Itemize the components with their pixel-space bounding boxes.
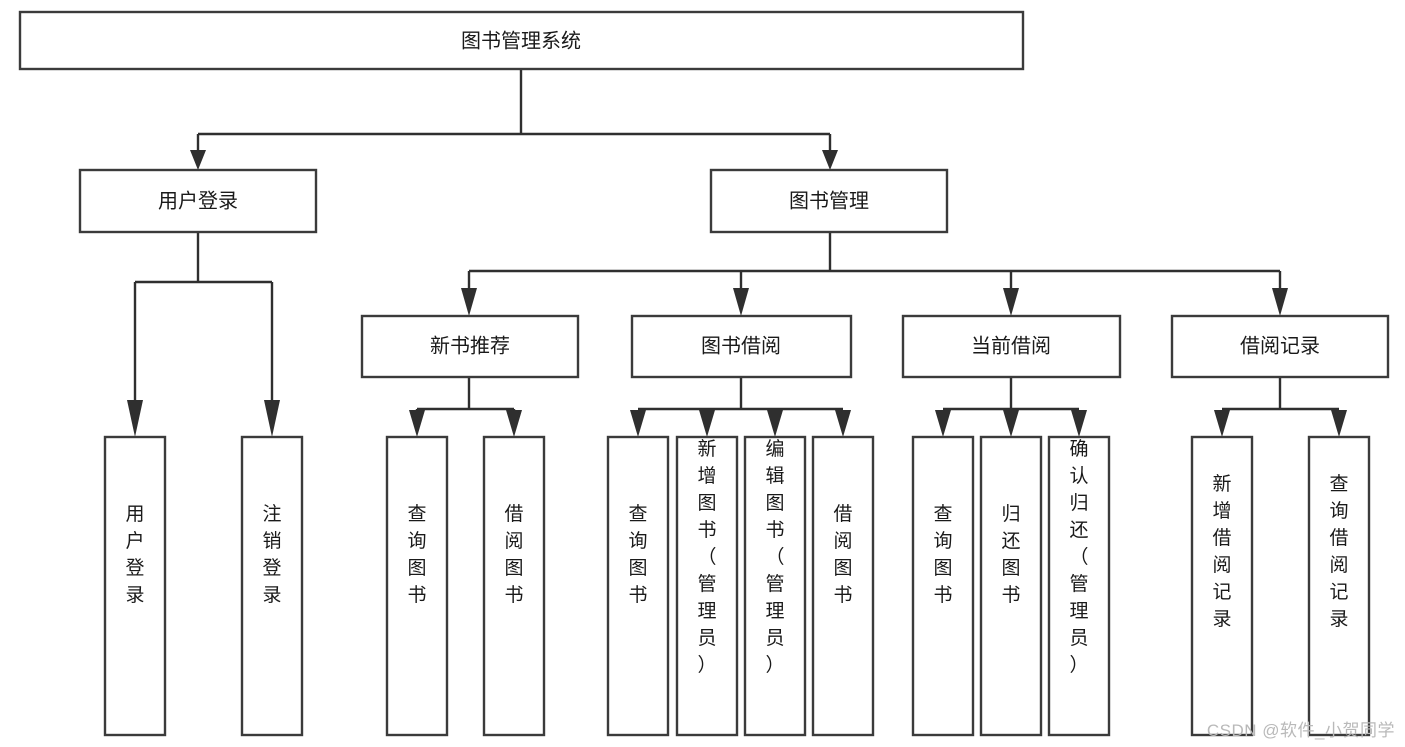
- node-current-borrow-label: 当前借阅: [971, 334, 1051, 357]
- arrow-to-new-book-recommend: [461, 288, 477, 316]
- leaf-book-borrow-3-label: 编辑图书（管理员）: [765, 438, 784, 676]
- node-borrow-record[interactable]: 借阅记录: [1170, 314, 1390, 379]
- node-user-login-box[interactable]: [78, 168, 318, 234]
- leaf-borrow-record-1-label: 新增借阅记录: [1212, 473, 1231, 630]
- leaf-user-login-1-box[interactable]: [103, 435, 167, 737]
- leaf-book-borrow-3-box[interactable]: [743, 435, 807, 737]
- node-root-system[interactable]: 图书管理系统: [18, 10, 1025, 71]
- node-new-book-recommend[interactable]: 新书推荐: [360, 314, 580, 379]
- arrow-borrow-leaf-1: [630, 410, 646, 437]
- node-user-login[interactable]: 用户登录: [78, 168, 318, 234]
- leaf-recommend-1-box[interactable]: [385, 435, 449, 737]
- node-current-borrow-box[interactable]: [901, 314, 1122, 379]
- arrow-to-current-borrow: [1003, 288, 1019, 316]
- csdn-watermark: CSDN @软件_小贺同学: [1206, 721, 1395, 740]
- arrow-borrow-leaf-4: [835, 410, 851, 437]
- node-user-login-label: 用户登录: [158, 189, 238, 212]
- leaf-borrow-record-1[interactable]: 新增借阅记录: [1190, 435, 1254, 737]
- node-root-label: 图书管理系统: [461, 29, 581, 52]
- leaf-book-borrow-4-label: 借阅图书: [833, 503, 852, 606]
- leaf-current-borrow-2-label: 归还图书: [1001, 503, 1020, 606]
- node-book-management-box[interactable]: [709, 168, 949, 234]
- node-book-borrow-box[interactable]: [630, 314, 853, 379]
- node-new-book-recommend-label: 新书推荐: [430, 334, 510, 357]
- leaf-book-borrow-1-label: 查询图书: [628, 503, 647, 606]
- arrow-recommend-leaf-1: [409, 410, 425, 437]
- leaf-recommend-2-box[interactable]: [482, 435, 546, 737]
- leaf-borrow-record-1-box[interactable]: [1190, 435, 1254, 737]
- node-book-borrow[interactable]: 图书借阅: [630, 314, 853, 379]
- arrow-to-book-borrow: [733, 288, 749, 316]
- leaf-borrow-record-2-box[interactable]: [1307, 435, 1371, 737]
- arrow-userlogin-leaf-2: [264, 400, 280, 437]
- leaf-current-borrow-2[interactable]: 归还图书: [979, 435, 1043, 737]
- leaf-book-borrow-2[interactable]: 新增图书（管理员）: [675, 435, 739, 737]
- arrow-to-book-mgmt: [822, 150, 838, 170]
- leaf-book-borrow-2-box[interactable]: [675, 435, 739, 737]
- leaf-current-borrow-3-label: 确认归还（管理员）: [1069, 438, 1088, 676]
- leaf-user-login-1[interactable]: 用户登录: [103, 435, 167, 737]
- arrow-recommend-leaf-2: [506, 410, 522, 437]
- leaf-recommend-1-label: 查询图书: [407, 503, 426, 606]
- node-borrow-record-label: 借阅记录: [1240, 334, 1320, 357]
- arrow-to-user-login: [190, 150, 206, 170]
- node-book-management-label: 图书管理: [789, 189, 869, 212]
- arrow-current-leaf-3: [1071, 410, 1087, 437]
- arrow-current-leaf-1: [935, 410, 951, 437]
- leaf-current-borrow-3-box[interactable]: [1047, 435, 1111, 737]
- leaf-user-login-2-box[interactable]: [240, 435, 304, 737]
- node-borrow-record-box[interactable]: [1170, 314, 1390, 379]
- leaf-current-borrow-2-box[interactable]: [979, 435, 1043, 737]
- leaf-book-borrow-3[interactable]: 编辑图书（管理员）: [743, 435, 807, 737]
- leaf-current-borrow-3[interactable]: 确认归还（管理员）: [1047, 435, 1111, 737]
- arrow-record-leaf-2: [1331, 410, 1347, 437]
- arrow-borrow-leaf-2: [699, 410, 715, 437]
- node-current-borrow[interactable]: 当前借阅: [901, 314, 1122, 379]
- leaf-book-borrow-1[interactable]: 查询图书: [606, 435, 670, 737]
- leaf-borrow-record-2[interactable]: 查询借阅记录: [1307, 435, 1371, 737]
- leaf-current-borrow-1-box[interactable]: [911, 435, 975, 737]
- leaf-user-login-2-label: 注销登录: [262, 503, 281, 606]
- arrow-to-borrow-record: [1272, 288, 1288, 316]
- leaf-book-borrow-1-box[interactable]: [606, 435, 670, 737]
- arrow-borrow-leaf-3: [767, 410, 783, 437]
- arrow-record-leaf-1: [1214, 410, 1230, 437]
- leaf-recommend-2-label: 借阅图书: [504, 503, 523, 606]
- leaf-current-borrow-1-label: 查询图书: [933, 503, 952, 606]
- node-root-box[interactable]: [18, 10, 1025, 71]
- leaf-current-borrow-1[interactable]: 查询图书: [911, 435, 975, 737]
- leaf-book-borrow-2-label: 新增图书（管理员）: [697, 438, 716, 676]
- arrow-userlogin-leaf-1: [127, 400, 143, 437]
- node-new-book-recommend-box[interactable]: [360, 314, 580, 379]
- leaf-book-borrow-4[interactable]: 借阅图书: [811, 435, 875, 737]
- arrow-current-leaf-2: [1003, 410, 1019, 437]
- leaf-user-login-1-label: 用户登录: [125, 504, 144, 606]
- leaf-user-login-2[interactable]: 注销登录: [240, 435, 304, 737]
- leaf-recommend-2[interactable]: 借阅图书: [482, 435, 546, 737]
- node-book-management[interactable]: 图书管理: [709, 168, 949, 234]
- leaf-book-borrow-4-box[interactable]: [811, 435, 875, 737]
- leaf-borrow-record-2-label: 查询借阅记录: [1329, 473, 1348, 630]
- leaf-recommend-1[interactable]: 查询图书: [385, 435, 449, 737]
- node-book-borrow-label: 图书借阅: [701, 334, 781, 357]
- connector-group: [127, 69, 1347, 437]
